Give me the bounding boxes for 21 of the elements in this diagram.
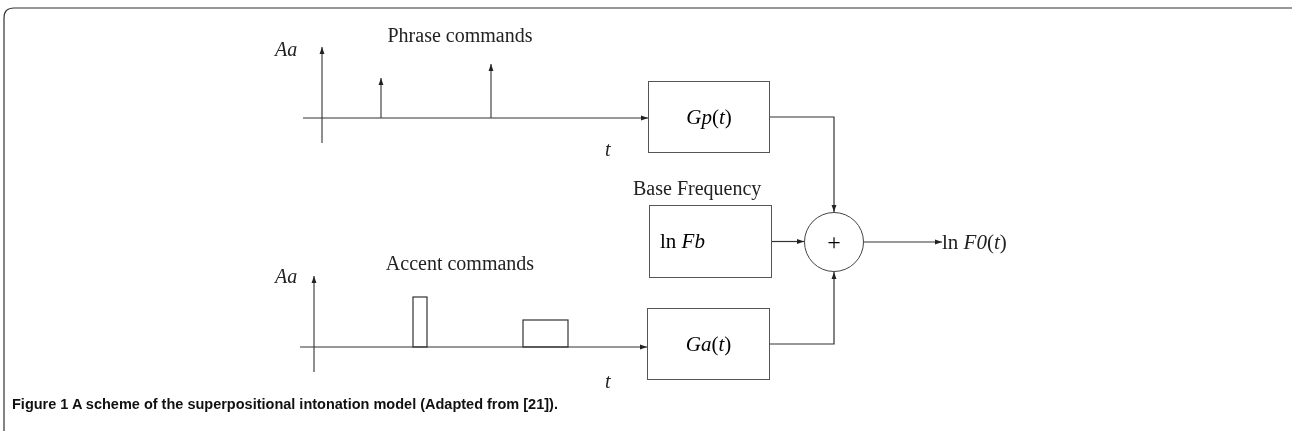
- figure-caption: Figure 1 A scheme of the superpositional intonation model (Adapted from [21]).: [12, 396, 558, 412]
- plus-sign: +: [827, 228, 841, 256]
- box-label: Ga(t): [685, 331, 732, 357]
- arrow: [769, 271, 837, 345]
- arrow: [771, 239, 805, 244]
- box-label: ln Fb: [660, 229, 705, 254]
- box-label: Gp(t): [686, 104, 732, 130]
- process-box: [648, 81, 770, 153]
- arrow: [559, 115, 649, 121]
- plot-title: Phrase commands: [386, 24, 534, 47]
- axis-label: t: [605, 138, 611, 161]
- arrow: [769, 116, 837, 213]
- axis-label: Aa: [275, 265, 298, 288]
- output-label: ln F0(t): [942, 230, 1007, 255]
- axis-label: t: [605, 370, 611, 393]
- arrow: [863, 239, 943, 245]
- plot-title: Accent commands: [384, 252, 536, 275]
- summing-junction: [804, 212, 864, 272]
- box-heading: Base Frequency: [633, 177, 762, 200]
- process-box: [647, 308, 770, 380]
- axis-label: Aa: [275, 38, 298, 61]
